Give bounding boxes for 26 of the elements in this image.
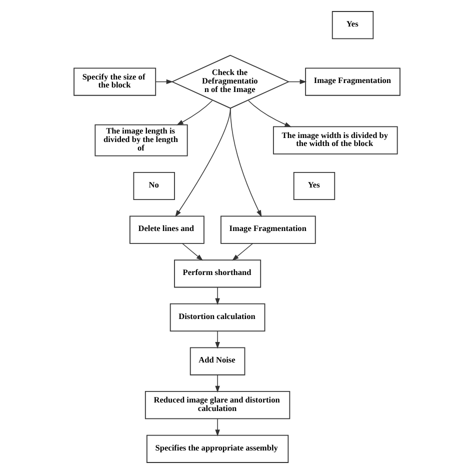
node-box: Perform shorthand (174, 260, 262, 288)
node-box: The image length is divided by the length of (94, 124, 188, 156)
node-box: Delete lines and (129, 216, 204, 244)
node-box: No (133, 172, 175, 200)
node-box: Specifies the appropriate assembly (146, 434, 289, 463)
arrow (215, 374, 220, 393)
arrow (288, 79, 307, 84)
node-box: Image Fragmentation (305, 68, 400, 96)
arrow (155, 79, 174, 84)
node-box: The image width is divided by the width of the block (273, 126, 398, 154)
arrow (176, 100, 213, 126)
node-box: Image Fragmentation (220, 216, 316, 244)
node-box: Specify the size of the block (74, 68, 156, 96)
node-box: Reduced image glare and distortion calculation (144, 391, 290, 420)
node-box: Add Noise (190, 347, 246, 376)
node-box: Yes (293, 172, 336, 200)
arrow (248, 100, 292, 128)
node-diamond: Check the Defragmentatio n of the Image (171, 54, 290, 109)
node-box: Yes (332, 11, 374, 40)
arrow (215, 286, 220, 305)
arrow (230, 108, 262, 218)
arrow (215, 418, 220, 436)
arrow (182, 243, 204, 261)
arrow (215, 330, 220, 349)
node-box: Distortion calculation (170, 303, 266, 332)
arrow (232, 243, 254, 261)
